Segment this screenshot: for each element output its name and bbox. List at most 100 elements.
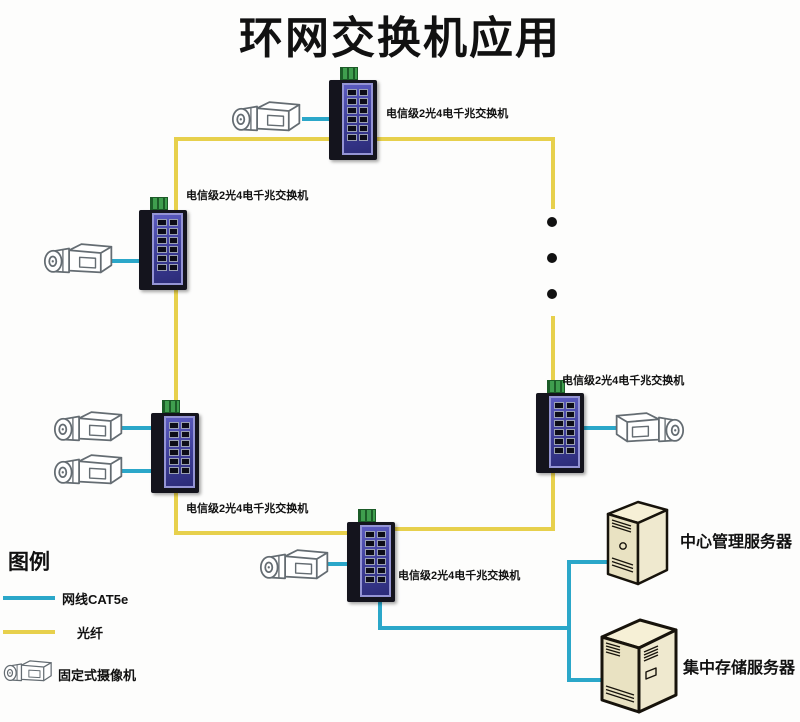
cat5e-link-camera-right [580, 426, 622, 430]
legend-label-camera: 固定式摄像机 [58, 668, 137, 683]
continuation-dot [547, 253, 557, 263]
cat5e-link-server1-branch [567, 560, 612, 564]
cat5e-link-server2-branch [567, 678, 607, 682]
switch-port [347, 98, 357, 105]
switch-port [180, 431, 190, 438]
switch-port [347, 134, 357, 141]
switch-port [376, 576, 386, 583]
switch-label-left: 电信级2光4电千兆交换机 [186, 190, 309, 202]
switch-port [554, 402, 564, 409]
network-switch-icon [347, 522, 395, 602]
switch-label-right: 电信级2光4电千兆交换机 [562, 375, 685, 387]
switch-terminal-block [547, 380, 565, 393]
switch-port [358, 107, 368, 114]
switch-port [168, 246, 178, 253]
switch-port [565, 438, 575, 445]
cat5e-link-server-riser [567, 560, 571, 682]
switch-port-grid [362, 527, 389, 587]
cat5e-link-camera-bl1 [118, 426, 156, 430]
camera-icon [1, 657, 53, 687]
switch-port [347, 107, 357, 114]
fiber-link-bottom-left [174, 531, 354, 535]
switch-front-panel [549, 396, 580, 468]
switch-port [376, 558, 386, 565]
switch-port-grid [166, 418, 193, 478]
switch-port [376, 549, 386, 556]
switch-port [180, 458, 190, 465]
switch-label-bottom-middle: 电信级2光4电千兆交换机 [398, 570, 521, 582]
switch-port [554, 411, 564, 418]
camera-icon [256, 545, 330, 587]
switch-port [157, 219, 167, 226]
server-tower-icon [601, 497, 673, 587]
switch-port [376, 540, 386, 547]
switch-port [180, 449, 190, 456]
switch-port [565, 411, 575, 418]
switch-port [168, 228, 178, 235]
switch-port [365, 540, 375, 547]
server-label-storage: 集中存储服务器 [683, 660, 796, 677]
switch-terminal-block [150, 197, 168, 210]
cat5e-link-camera-bm [325, 562, 353, 566]
continuation-dot [547, 217, 557, 227]
switch-port [565, 429, 575, 436]
legend-label-fiber: 光纤 [77, 626, 104, 641]
network-switch-right [536, 380, 584, 473]
switch-port [180, 467, 190, 474]
switch-port [347, 125, 357, 132]
switch-port [157, 246, 167, 253]
camera-icon [50, 407, 124, 449]
switch-front-panel [342, 83, 373, 155]
switch-port [358, 89, 368, 96]
switch-port [565, 420, 575, 427]
cat5e-link-camera-left [104, 259, 144, 263]
switch-port [347, 116, 357, 123]
switch-port [554, 420, 564, 427]
fiber-link-bottom-right [393, 527, 555, 531]
switch-port [169, 458, 179, 465]
legend-label-cat5e: 网线CAT5e [62, 592, 129, 607]
switch-port [365, 549, 375, 556]
switch-port [565, 402, 575, 409]
switch-port [376, 567, 386, 574]
switch-port [358, 125, 368, 132]
fiber-link-left-vertical [174, 137, 178, 535]
switch-port-grid [344, 85, 371, 145]
cat5e-link-camera-bl2 [118, 469, 156, 473]
switch-port [169, 440, 179, 447]
continuation-dot [547, 289, 557, 299]
switch-port [358, 98, 368, 105]
switch-port [157, 255, 167, 262]
switch-label-bottom-left: 电信级2光4电千兆交换机 [186, 503, 309, 515]
network-switch-icon [329, 80, 377, 160]
network-switch-bottom-middle [347, 509, 395, 602]
switch-front-panel [360, 525, 391, 597]
switch-port-grid [551, 398, 578, 458]
cat5e-link-camera-top [302, 117, 336, 121]
camera-icon [50, 450, 124, 492]
network-switch-icon [151, 413, 199, 493]
camera-icon [614, 408, 688, 450]
switch-port [169, 467, 179, 474]
legend-cat5e-swatch [3, 596, 55, 600]
switch-terminal-block [340, 67, 358, 80]
network-switch-top [329, 67, 377, 160]
switch-port [365, 576, 375, 583]
legend-title: 图例 [8, 551, 50, 574]
server-label-management: 中心管理服务器 [680, 534, 793, 551]
switch-front-panel [164, 416, 195, 488]
switch-port [157, 237, 167, 244]
page-title: 环网交换机应用 [239, 14, 561, 63]
switch-port [168, 237, 178, 244]
switch-front-panel [152, 213, 183, 285]
switch-port [169, 431, 179, 438]
switch-port [376, 531, 386, 538]
switch-port [365, 531, 375, 538]
switch-port [554, 429, 564, 436]
switch-port [168, 264, 178, 271]
switch-port [180, 422, 190, 429]
legend-fiber-swatch [3, 630, 55, 634]
switch-port-grid [154, 215, 181, 275]
network-switch-icon [139, 210, 187, 290]
